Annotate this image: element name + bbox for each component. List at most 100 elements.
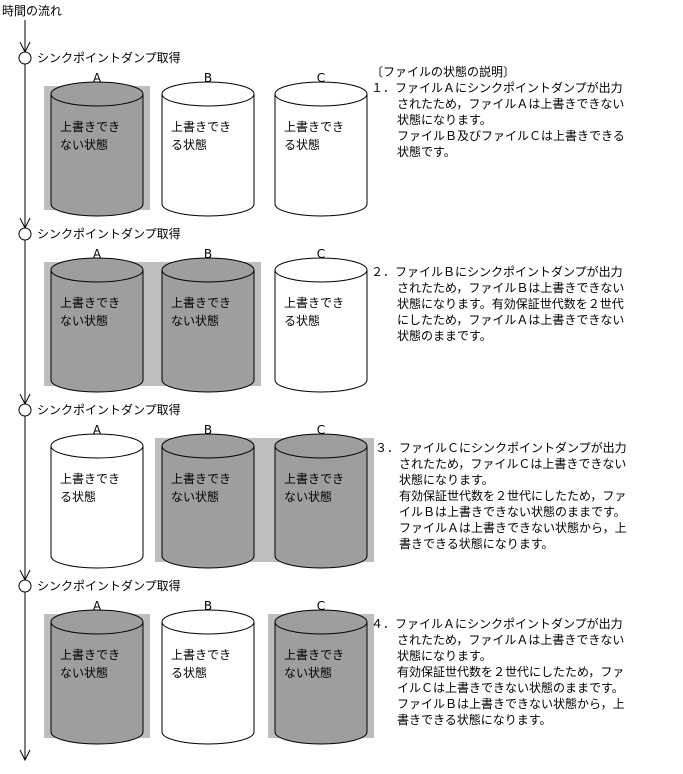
file-state-text: 上書きでき (60, 120, 120, 134)
step-description-line: 有効保証世代数を２世代にしたため，ファ (397, 664, 624, 679)
file-cylinder-top (274, 433, 368, 459)
file-cylinder-top (161, 433, 255, 459)
file-cylinder-icon (50, 270, 144, 393)
file-cylinder-icon (50, 622, 144, 745)
step-description-line: されたため，ファイルＣは上書きできない (399, 457, 626, 471)
timeline-arrow-icon (19, 749, 31, 762)
step-description-line: にしたため，ファイルＡは上書きできない (397, 313, 624, 327)
description-heading: 〔ファイルの状態の説明〕 (371, 64, 515, 79)
file-state-text: る状態 (60, 489, 96, 504)
event-label: シンクポイントダンプ取得 (37, 402, 181, 417)
timeline-label: 時間の流れ (2, 4, 62, 18)
file-state-text: 上書きでき (284, 472, 344, 486)
step-description-line: 書きできる状態になります。 (399, 536, 554, 551)
file-label-a: A (93, 247, 102, 261)
file-state-text: ない状態 (171, 313, 219, 328)
step-description-line: されたため，ファイルＢは上書きできない (397, 281, 624, 295)
file-state-text: 上書きでき (284, 296, 344, 310)
file-cylinder-icon (161, 94, 255, 217)
file-state-text: 上書きでき (60, 472, 120, 486)
file-label-b: B (204, 71, 212, 85)
file-cylinder-top (274, 257, 368, 283)
step-description-line: 状態になります。有効保証世代数を２世代 (397, 296, 624, 311)
file-label-b: B (204, 599, 212, 613)
file-cylinder-top (50, 433, 144, 459)
file-label-a: A (93, 71, 102, 85)
step-description-line: 状態です。 (397, 144, 456, 159)
file-state-text: ない状態 (60, 137, 108, 152)
step-description-line: されたため，ファイルＡは上書きできない (397, 633, 624, 647)
file-state-text: る状態 (284, 137, 320, 152)
file-state-text: 上書きでき (171, 120, 231, 134)
file-cylinder-icon (50, 446, 144, 569)
step-description-line: 状態になります。 (399, 472, 494, 487)
file-label-c: C (317, 599, 325, 613)
step-2: シンクポイントダンプ取得 A 上書きできない状態 B 上書きできない状態 C 上書きできる状… (18, 226, 624, 393)
file-label-b: B (204, 247, 212, 261)
file-state-text: 上書きでき (171, 648, 231, 662)
step-description-line: ４．ファイルＡにシンクポイントダンプが出力 (371, 616, 623, 631)
step-description-line: ２．ファイルＢにシンクポイントダンプが出力 (371, 264, 623, 279)
file-state-text: る状態 (284, 313, 320, 328)
step-description-line: 状態のままです。 (397, 328, 492, 343)
file-state-text: る状態 (171, 137, 207, 152)
step-description-line: 状態になります。 (397, 648, 492, 663)
event-marker-icon (18, 579, 32, 593)
step-description-line: ファイルＢ及びファイルＣは上書きできる (397, 129, 625, 143)
file-cylinder-icon (50, 94, 144, 217)
file-cylinder-top (161, 609, 255, 635)
step-description-line: 書きできる状態になります。 (397, 712, 552, 727)
event-label: シンクポイントダンプ取得 (37, 50, 181, 65)
file-label-a: A (93, 423, 102, 437)
step-description-line: イルＣは上書きできない状態のままです。 (397, 680, 624, 695)
event-marker-icon (18, 403, 32, 417)
file-state-text: ない状態 (284, 489, 332, 504)
file-cylinder-icon (161, 446, 255, 569)
file-cylinder-icon (274, 622, 368, 745)
file-label-c: C (317, 423, 325, 437)
file-cylinder-icon (274, 446, 368, 569)
timeline-axis (19, 20, 31, 762)
file-state-text: ない状態 (284, 665, 332, 680)
file-state-text: ない状態 (60, 665, 108, 680)
file-cylinder-top (50, 609, 144, 635)
step-description-line: 状態になります。 (397, 112, 492, 127)
file-state-text: 上書きでき (284, 120, 344, 134)
file-state-text: ない状態 (171, 489, 219, 504)
file-cylinder-icon (161, 622, 255, 745)
step-description-line: ファイルＡは上書きできない状態から，上 (399, 520, 627, 535)
step-description-line: 有効保証世代数を２世代にしたため，ファ (399, 488, 626, 503)
file-cylinder-top (274, 81, 368, 107)
file-cylinder-top (161, 81, 255, 107)
file-cylinder-icon (274, 94, 368, 217)
event-marker-icon (18, 51, 32, 65)
file-cylinder-top (50, 257, 144, 283)
step-description-line: ファイルＢは上書きできない状態から，上 (397, 696, 625, 711)
step-description-line: ３．ファイルＣにシンクポイントダンプが出力 (375, 440, 627, 455)
step-description-line: されたため，ファイルＡは上書きできない (397, 97, 624, 111)
event-marker-icon (18, 227, 32, 241)
file-state-text: 上書きでき (171, 296, 231, 310)
event-label: シンクポイントダンプ取得 (37, 226, 181, 241)
file-label-c: C (317, 71, 325, 85)
file-cylinder-icon (274, 270, 368, 393)
file-cylinder-top (50, 81, 144, 107)
file-state-text: 上書きでき (171, 472, 231, 486)
file-label-a: A (93, 599, 102, 613)
file-label-c: C (317, 247, 325, 261)
file-label-b: B (204, 423, 212, 437)
file-state-text: 上書きでき (284, 648, 344, 662)
step-4: シンクポイントダンプ取得A上書きできない状態B上書きできる状態C上書きできない状… (18, 578, 625, 745)
step-description-line: イルＢは上書きできない状態のままです。 (399, 504, 626, 519)
file-state-text: る状態 (171, 665, 207, 680)
file-state-text: 上書きでき (60, 296, 120, 310)
file-state-text: ない状態 (60, 313, 108, 328)
file-cylinder-top (161, 257, 255, 283)
file-cylinder-icon (161, 270, 255, 393)
steps-group: シンクポイントダンプ取得A上書きできない状態B上書きできる状態C上書きできる状態… (18, 50, 627, 745)
step-description-line: １．ファイルＡにシンクポイントダンプが出力 (371, 80, 623, 95)
file-state-text: 上書きでき (60, 648, 120, 662)
